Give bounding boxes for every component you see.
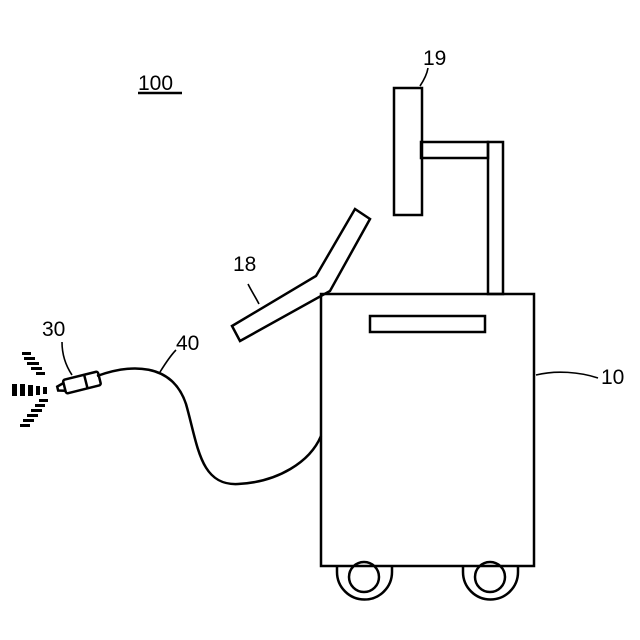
keyboard-leader-line bbox=[248, 284, 259, 304]
handpiece-leader-line bbox=[62, 342, 72, 375]
reference-numeral-label: 100 bbox=[138, 72, 173, 95]
display-mast bbox=[421, 142, 503, 294]
hose-label: 40 bbox=[176, 332, 199, 355]
rear-wheel bbox=[463, 562, 518, 600]
cart-slot bbox=[370, 316, 485, 332]
cart-label: 10 bbox=[601, 366, 624, 389]
cart-leader-line bbox=[536, 372, 598, 378]
emission-rays-icon bbox=[12, 352, 48, 427]
handpiece bbox=[56, 371, 101, 395]
display-label: 19 bbox=[423, 47, 446, 70]
cart-body bbox=[321, 294, 534, 566]
handpiece-label: 30 bbox=[42, 318, 65, 341]
front-wheel bbox=[337, 562, 392, 600]
display-leader-line bbox=[420, 68, 428, 86]
hose-leader-line bbox=[160, 350, 176, 372]
keyboard-label: 18 bbox=[233, 253, 256, 276]
display-panel bbox=[394, 88, 422, 215]
hose bbox=[97, 369, 321, 485]
